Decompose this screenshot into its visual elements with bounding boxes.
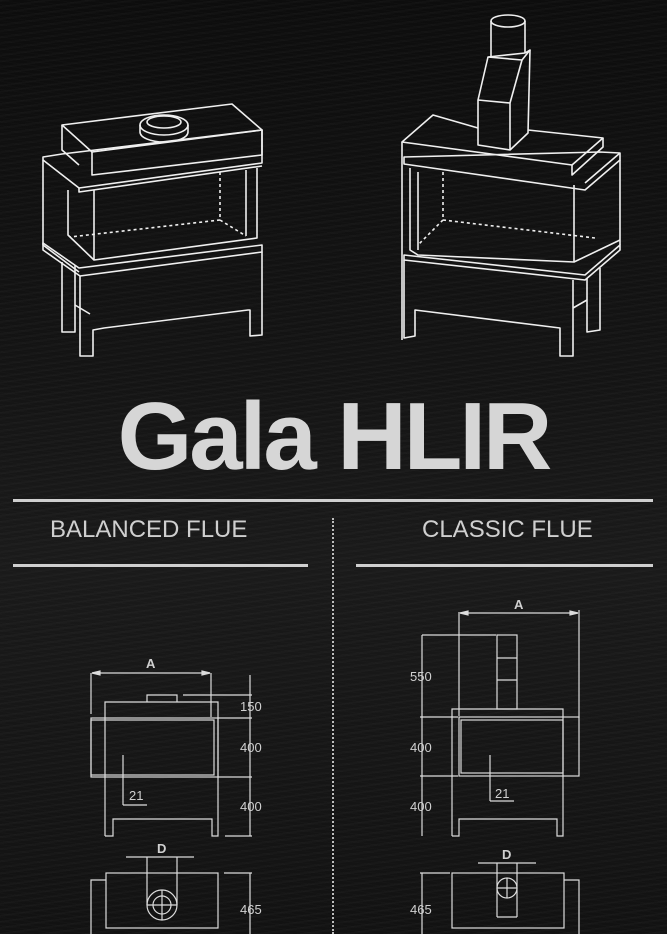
classic-dim-depth: 465 — [410, 902, 432, 917]
balanced-dim-base: 400 — [240, 799, 262, 814]
balanced-flue-elevation — [90, 670, 252, 934]
classic-dim-d: D — [502, 847, 511, 862]
title-divider — [13, 499, 653, 502]
balanced-dim-depth: 465 — [240, 902, 262, 917]
left-section-divider — [13, 564, 308, 567]
classic-dim-base: 400 — [410, 799, 432, 814]
balanced-dim-a: A — [146, 656, 156, 671]
classic-flue-iso-illustration — [401, 14, 621, 357]
balanced-flue-iso-illustration — [42, 103, 263, 357]
balanced-dim-top: 150 — [240, 699, 262, 714]
right-section-divider — [356, 564, 653, 567]
classic-dim-flue: 550 — [410, 669, 432, 684]
classic-flue-heading: CLASSIC FLUE — [422, 516, 593, 543]
balanced-dim-glass: 400 — [240, 740, 262, 755]
classic-dim-glass: 400 — [410, 740, 432, 755]
center-dotted-divider — [332, 518, 334, 934]
classic-dim-a: A — [514, 597, 524, 612]
balanced-flue-heading: BALANCED FLUE — [50, 516, 248, 543]
classic-flue-elevation — [420, 610, 580, 934]
balanced-dim-offset: 21 — [129, 788, 143, 803]
classic-dim-offset: 21 — [495, 786, 509, 801]
balanced-dim-d: D — [157, 841, 166, 856]
product-title: Gala HLIR — [117, 383, 553, 490]
